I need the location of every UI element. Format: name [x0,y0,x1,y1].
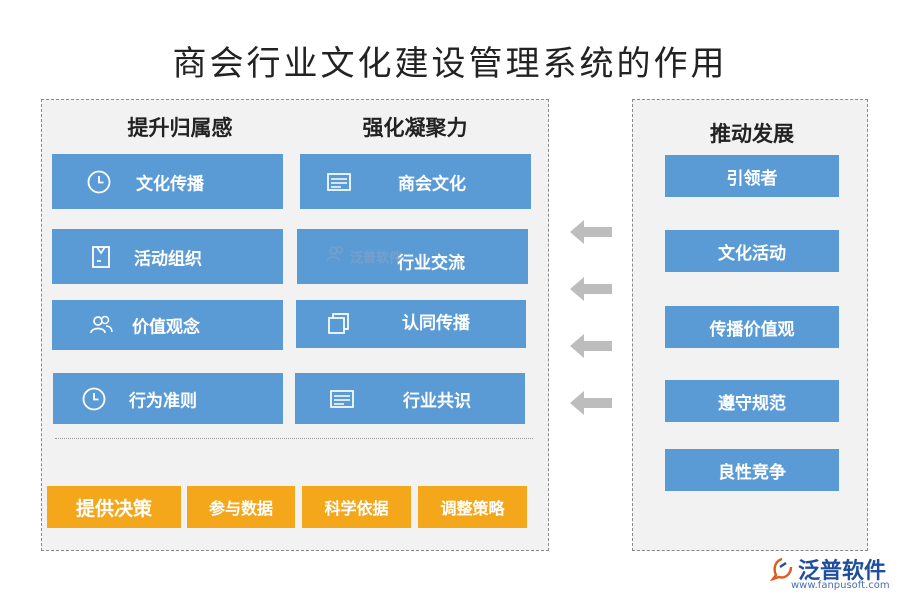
card-label: 行业共识 [403,391,471,411]
right-item-liangxing-jingzheng[interactable]: 良性竞争 [665,449,839,491]
brand-logo: 泛普软件 [770,553,886,585]
users-icon [88,312,114,338]
logo-brand-text: 泛普软件 [798,559,887,584]
arrow-left-icon [570,334,612,358]
card-jiazhi-guannian[interactable]: 价值观念 [52,300,283,350]
card-wenhua-chuanbo[interactable]: 文化传播 [52,154,283,209]
clock-icon [86,169,112,195]
card-label: 认同传播 [402,313,470,334]
card-hangye-gongshi[interactable]: 行业共识 [295,373,525,424]
card-rentong-chuanbo[interactable]: 认同传播 [296,300,526,348]
logo-url: www.fanpusoft.com [791,580,890,591]
card-label: 行为准则 [129,391,197,411]
page-title: 商会行业文化建设管理系统的作用 [172,44,728,84]
card-label: 活动组织 [134,249,202,269]
clipboard-icon [88,244,114,270]
card-label: 行业交流 [397,253,465,274]
arrow-left-icon [570,277,612,301]
right-item-wenhua-huodong[interactable]: 文化活动 [665,230,839,272]
card-label: 商会文化 [398,174,466,194]
users-icon [325,243,347,269]
btn-tiaozheng-celue[interactable]: 调整策略 [418,486,527,528]
card-label: 价值观念 [132,317,200,338]
card-shanghui-wenhua[interactable]: 商会文化 [300,154,531,209]
card-xingwei-zhunze[interactable]: 行为准则 [53,373,283,424]
card-huodong-zuzhi[interactable]: 活动组织 [52,229,283,284]
arrow-left-icon [570,220,612,244]
clock-icon [81,386,107,412]
btn-tigong-juece[interactable]: 提供决策 [47,486,181,528]
btn-kexue-yiju[interactable]: 科学依据 [302,486,411,528]
arrow-left-icon [570,391,612,415]
divider [55,438,533,439]
watermark-text: 泛普软件 [350,250,403,266]
btn-canyu-shuju[interactable]: 参与数据 [187,486,295,528]
copy-icon [326,311,352,337]
right-heading: 推动发展 [710,121,794,146]
col1-heading: 提升归属感 [127,115,233,140]
watermark: 泛普软件 [325,243,402,269]
document-list-icon [329,386,355,412]
card-hangye-jiaoliu[interactable]: 行业交流 [297,229,528,284]
logo-mark-icon [770,557,793,581]
right-item-chuanbo-jiazhiguan[interactable]: 传播价值观 [665,306,839,348]
card-label: 文化传播 [136,174,204,194]
right-item-yinlingzhe[interactable]: 引领者 [665,155,839,197]
document-list-icon [326,169,352,195]
col2-heading: 强化凝聚力 [362,115,468,140]
right-item-zunshou-guifan[interactable]: 遵守规范 [665,380,839,422]
